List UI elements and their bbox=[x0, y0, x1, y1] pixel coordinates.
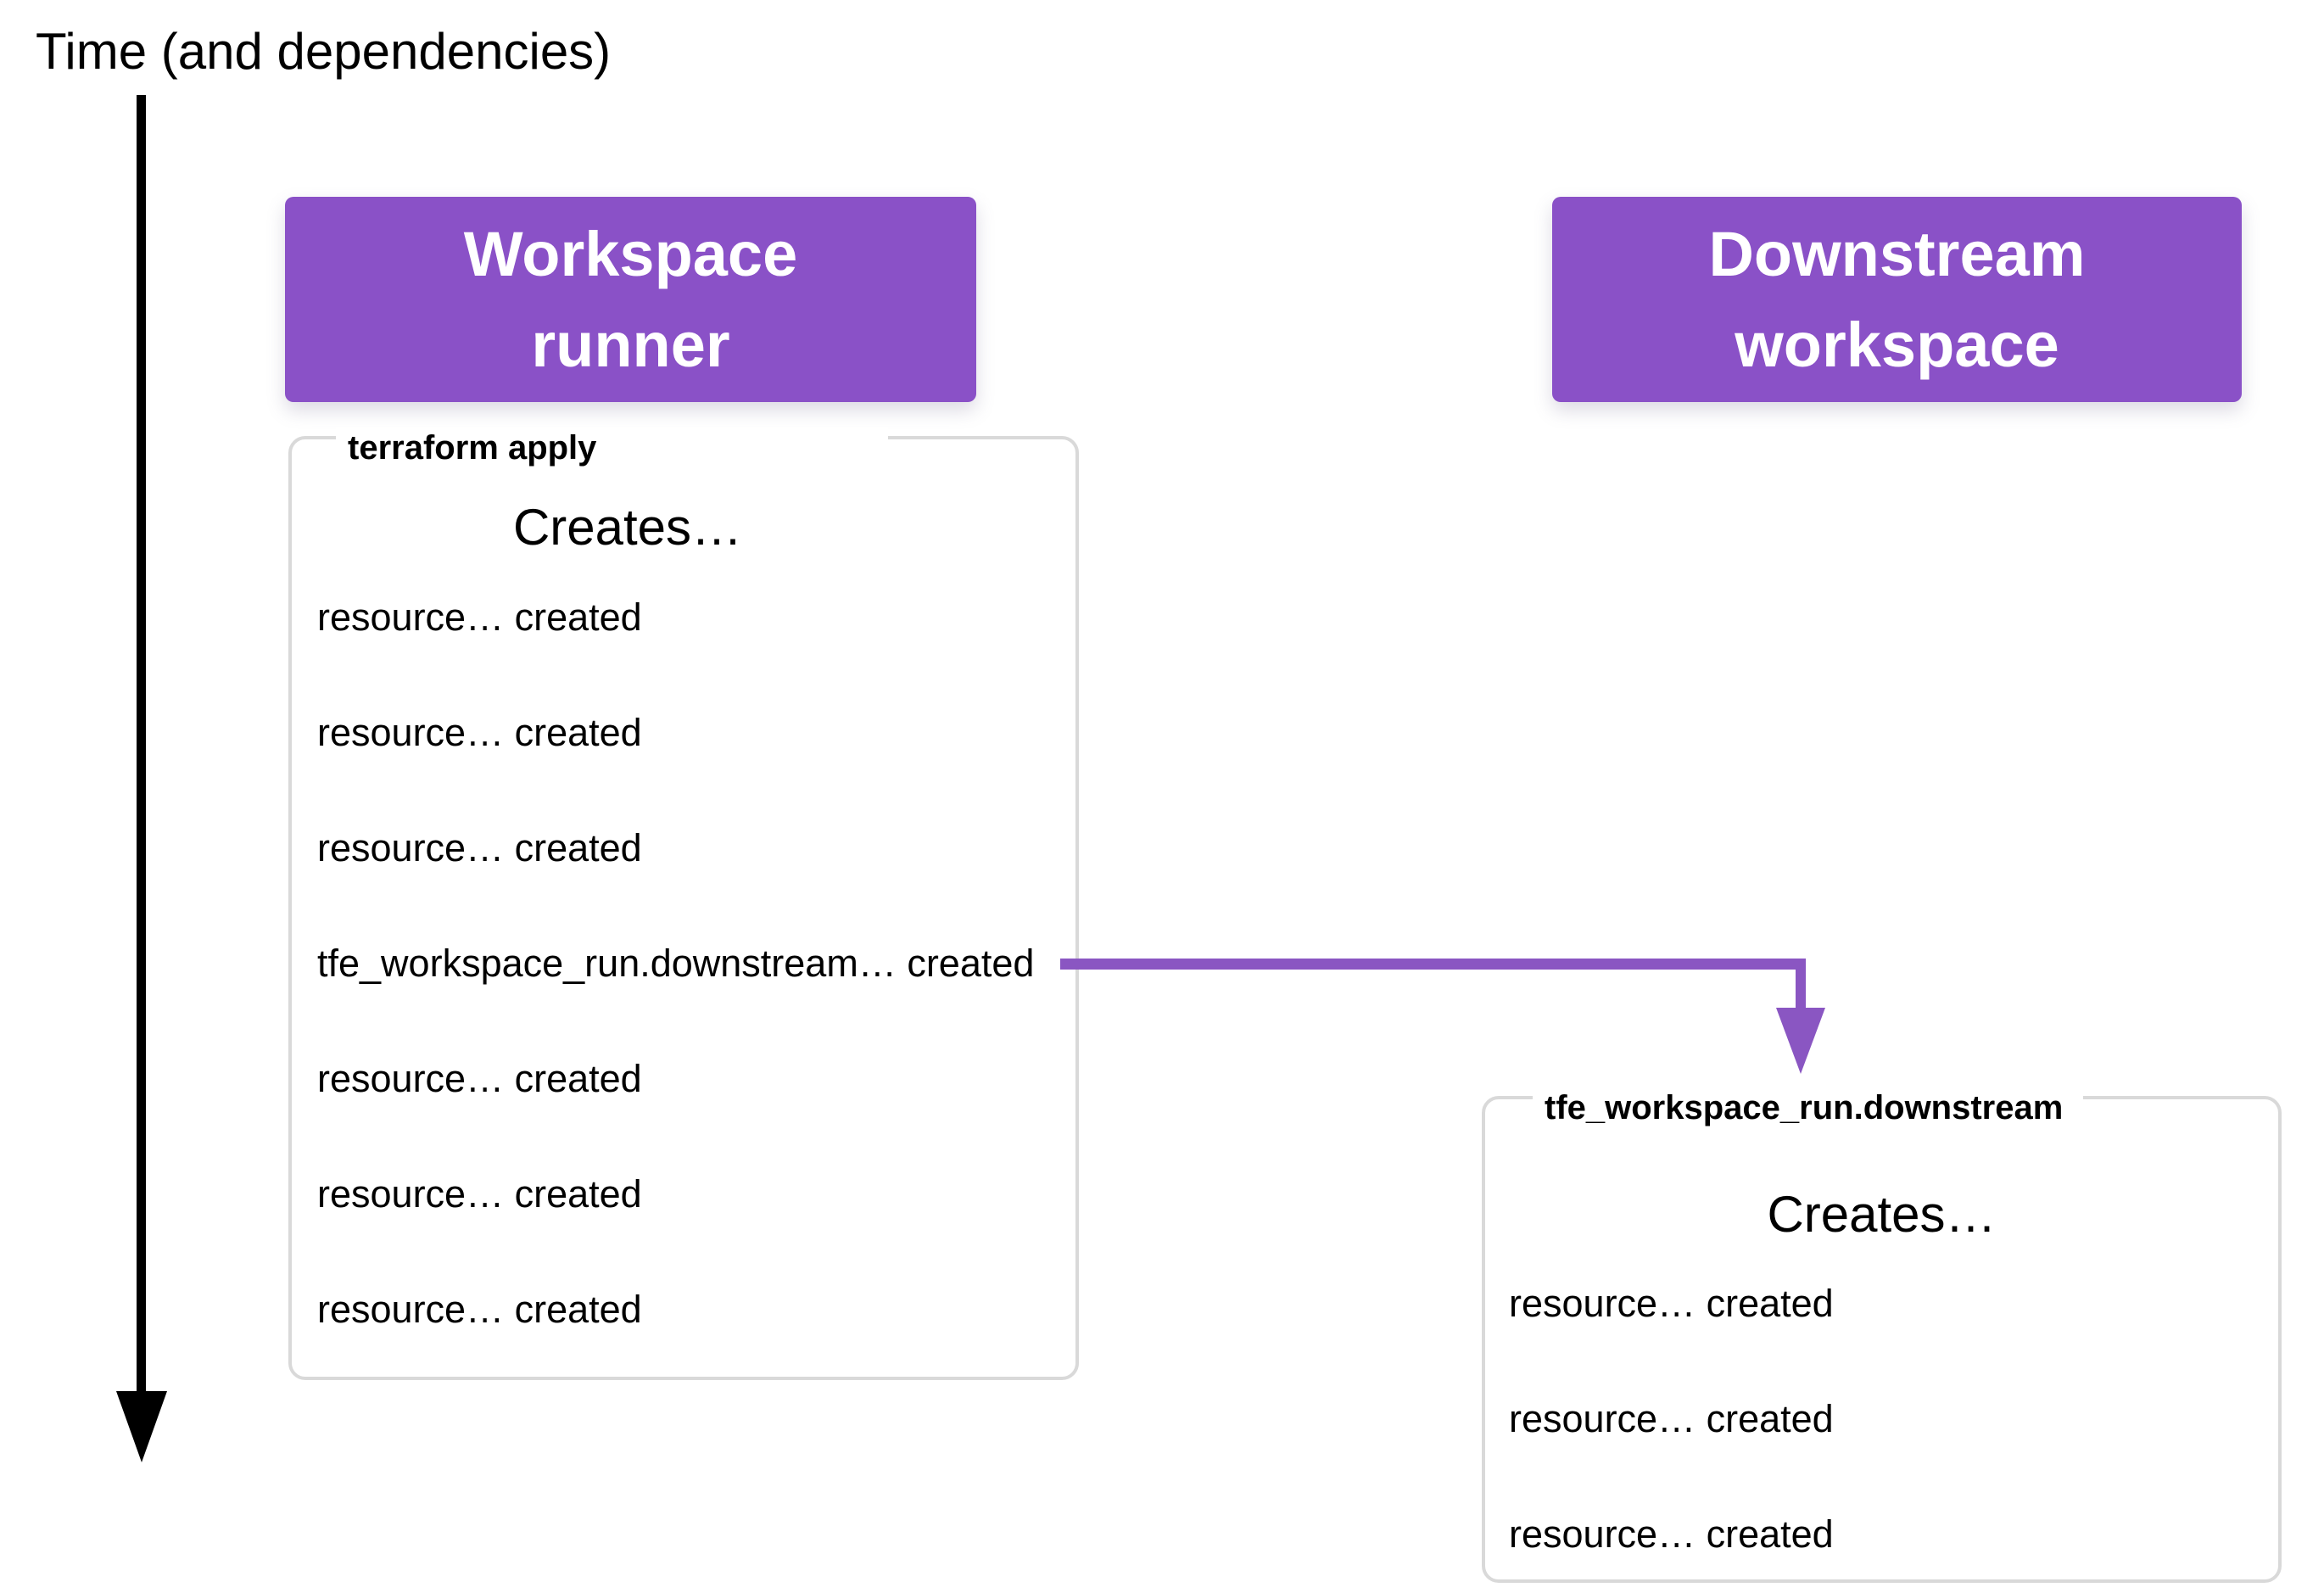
panel-legend: terraform apply bbox=[336, 428, 889, 468]
time-arrow-head-icon bbox=[116, 1391, 167, 1462]
log-line: resource… created bbox=[1509, 1512, 1834, 1556]
log-line: resource… created bbox=[317, 1288, 642, 1331]
log-line: resource… created bbox=[317, 1172, 642, 1216]
header-line: Downstream bbox=[1708, 219, 2086, 289]
log-line: resource… created bbox=[1509, 1282, 1834, 1325]
log-lines: resource… created resource… created reso… bbox=[1485, 1282, 2278, 1557]
creates-heading: Creates… bbox=[512, 499, 743, 556]
log-line: resource… created bbox=[317, 1057, 642, 1100]
flow-arrow-vertical-segment bbox=[1796, 959, 1806, 1011]
log-lines: resource… created resource… created reso… bbox=[292, 595, 1075, 1332]
header-box-downstream-workspace: Downstream workspace bbox=[1552, 197, 2242, 402]
time-arrow-line bbox=[137, 95, 146, 1393]
log-line: resource… created bbox=[1509, 1397, 1834, 1440]
flow-arrow-head-icon bbox=[1776, 1008, 1825, 1074]
log-line-tfe-workspace-run: tfe_workspace_run.downstream… created bbox=[317, 942, 1035, 985]
header-box-workspace-runner: Workspace runner bbox=[285, 197, 976, 402]
panel-legend: tfe_workspace_run.downstream bbox=[1533, 1087, 2084, 1128]
time-axis-label: Time (and dependencies) bbox=[36, 23, 612, 80]
log-line: resource… created bbox=[317, 595, 642, 639]
header-line: Workspace bbox=[463, 219, 798, 289]
panel-terraform-apply: terraform apply Creates… resource… creat… bbox=[288, 428, 1079, 1380]
header-line: workspace bbox=[1735, 310, 2059, 380]
log-line: resource… created bbox=[317, 826, 642, 869]
creates-heading: Creates… bbox=[1767, 1186, 1997, 1243]
header-line: runner bbox=[531, 310, 730, 380]
flow-arrow-horizontal-segment bbox=[1060, 959, 1806, 970]
panel-downstream-run: tfe_workspace_run.downstream Creates… re… bbox=[1482, 1087, 2282, 1583]
log-line: resource… created bbox=[317, 711, 642, 754]
